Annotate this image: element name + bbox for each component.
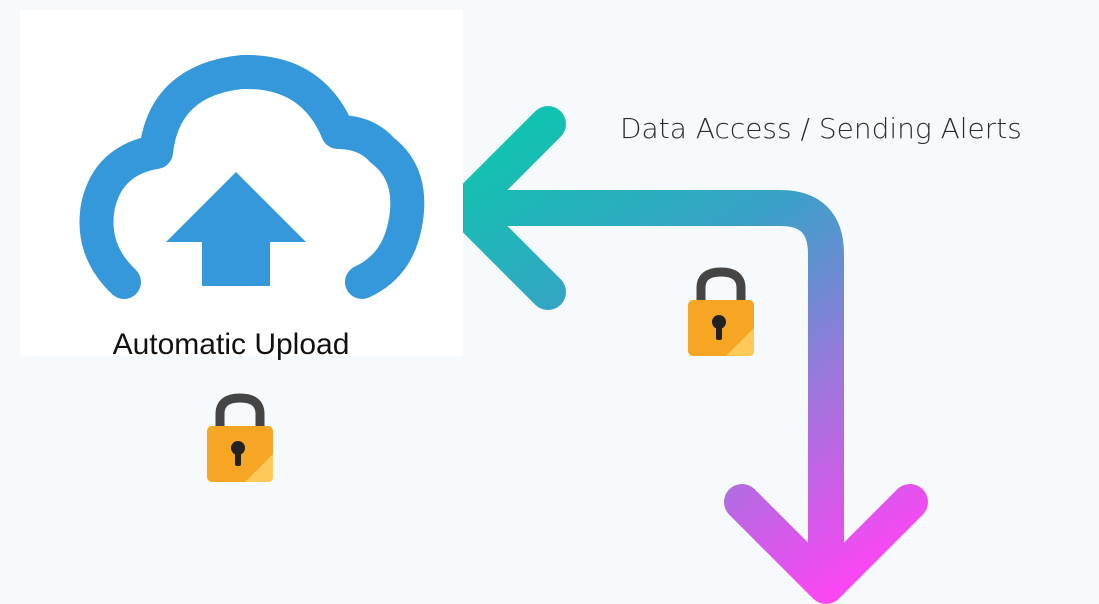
arrow-shaft	[452, 190, 844, 602]
automatic-upload-card: Automatic Upload	[20, 10, 463, 361]
arrow-head-down	[724, 484, 928, 604]
automatic-upload-label: Automatic Upload	[112, 328, 350, 361]
data-access-label: Data Access / Sending Alerts	[620, 112, 1022, 145]
padlock-icon	[688, 267, 754, 356]
cloud-upload-icon	[79, 54, 425, 299]
padlock-icon	[207, 393, 273, 482]
